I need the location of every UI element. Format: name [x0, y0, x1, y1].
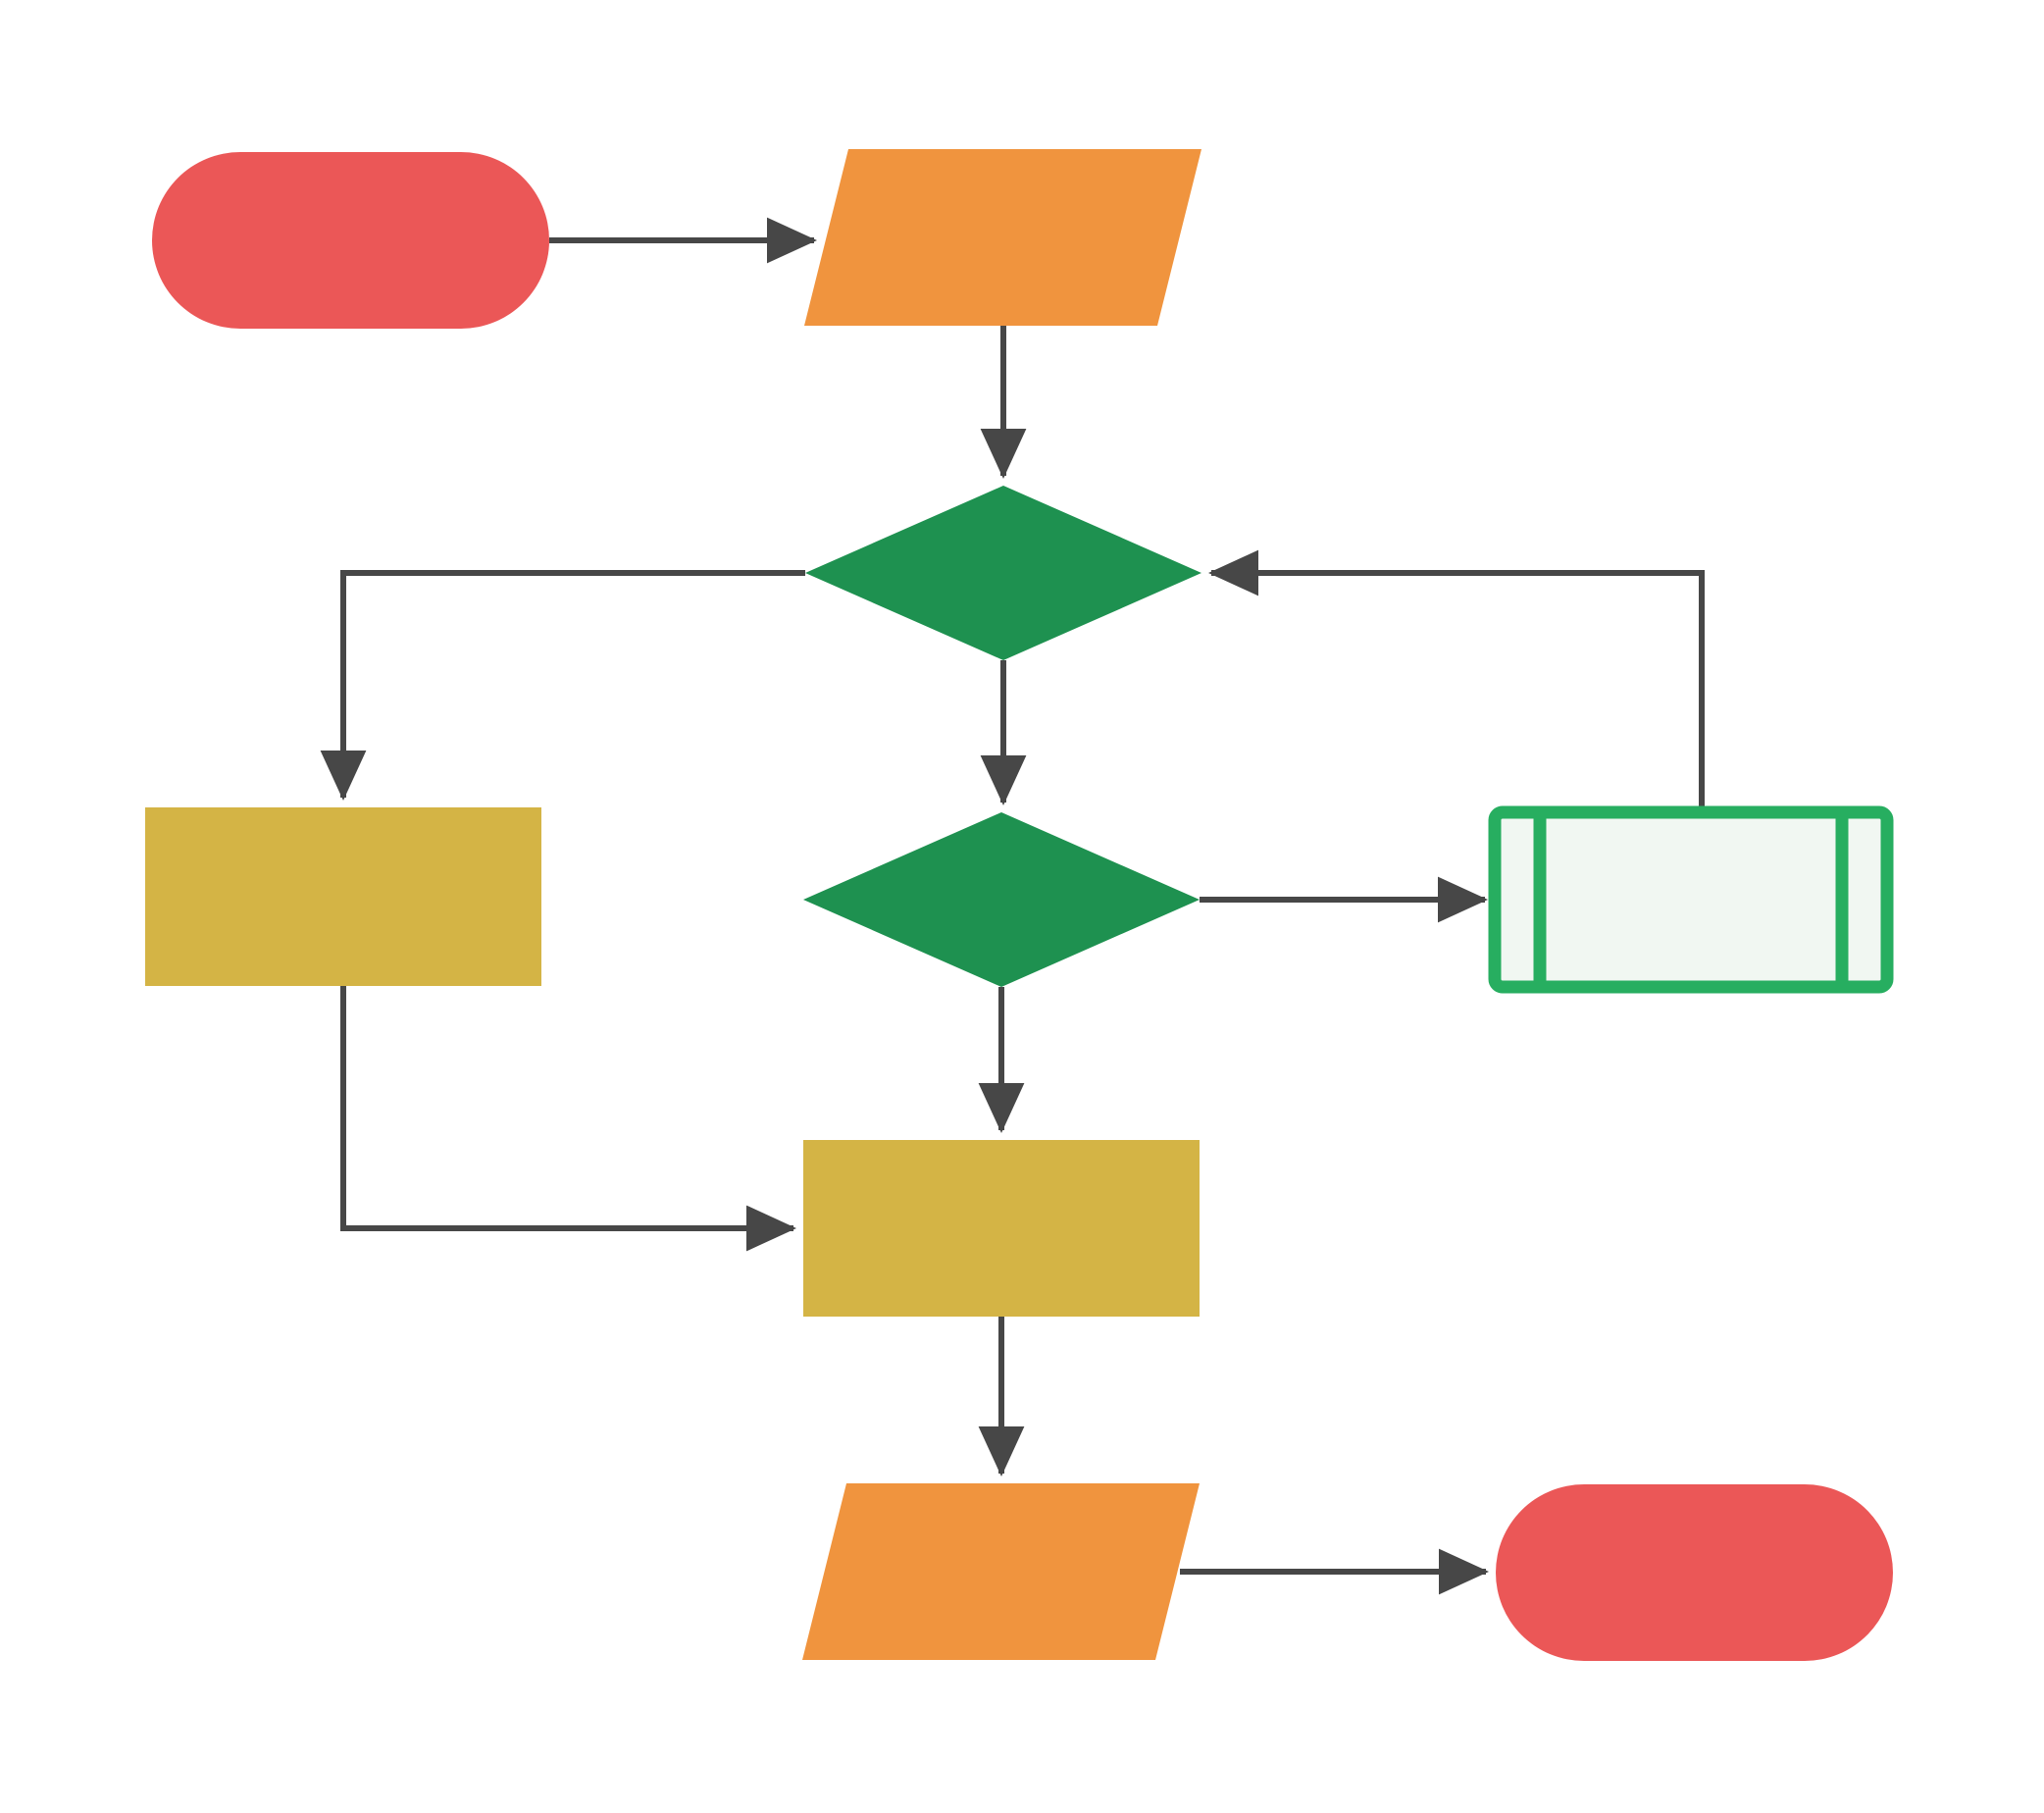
end-terminator-shape[interactable]: [1496, 1484, 1893, 1661]
edges-layer: [320, 217, 1705, 1595]
node-process-rectangle-center[interactable]: [803, 1140, 1200, 1317]
node-process-rectangle-left[interactable]: [145, 807, 541, 986]
process-rectangle-center-shape[interactable]: [803, 1140, 1200, 1317]
node-predefined-process-box[interactable]: [1488, 805, 1894, 994]
node-end-terminator[interactable]: [1496, 1484, 1893, 1661]
node-output-parallelogram[interactable]: [802, 1483, 1200, 1660]
edge-decision1-to-process-left[interactable]: [320, 570, 805, 801]
edge-subroutine-loopback-to-decision1[interactable]: [1208, 549, 1705, 812]
node-decision-diamond-primary[interactable]: [805, 486, 1201, 660]
edge-process-left-to-process-center[interactable]: [340, 986, 796, 1252]
process-rectangle-left-shape[interactable]: [145, 807, 541, 986]
predefined-process-outer-shape[interactable]: [1488, 805, 1894, 994]
decision-diamond-primary-shape[interactable]: [805, 486, 1201, 660]
node-input-parallelogram[interactable]: [804, 149, 1201, 326]
start-terminator-shape[interactable]: [152, 152, 549, 329]
node-start-terminator[interactable]: [152, 152, 549, 329]
output-parallelogram-shape[interactable]: [802, 1483, 1200, 1660]
decision-diamond-secondary-shape[interactable]: [803, 812, 1200, 987]
node-decision-diamond-secondary[interactable]: [803, 812, 1200, 987]
nodes-layer: [145, 149, 1894, 1661]
input-parallelogram-shape[interactable]: [804, 149, 1201, 326]
